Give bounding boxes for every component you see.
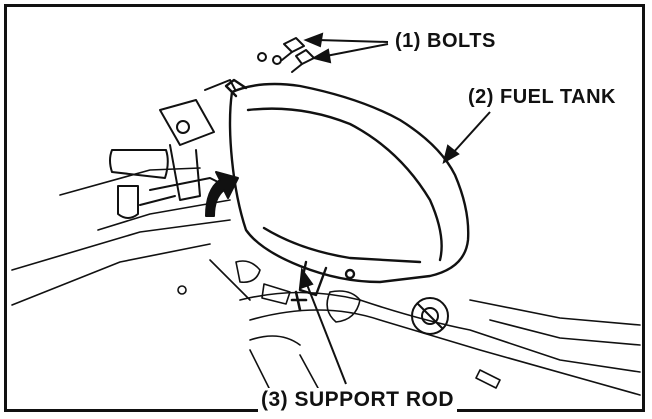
fuel-filler-cap — [411, 297, 449, 335]
bolt-pair — [257, 37, 315, 73]
label-bolts: (1) BOLTS — [392, 30, 499, 53]
engine-details — [177, 260, 501, 389]
fuel-tank-shape — [224, 78, 470, 297]
leader-lines — [298, 32, 491, 385]
label-support-rod: (3) SUPPORT ROD — [258, 388, 458, 412]
lift-arrow — [205, 171, 239, 217]
support-rod — [290, 290, 308, 312]
label-fuel-tank: (2) FUEL TANK — [465, 86, 619, 109]
